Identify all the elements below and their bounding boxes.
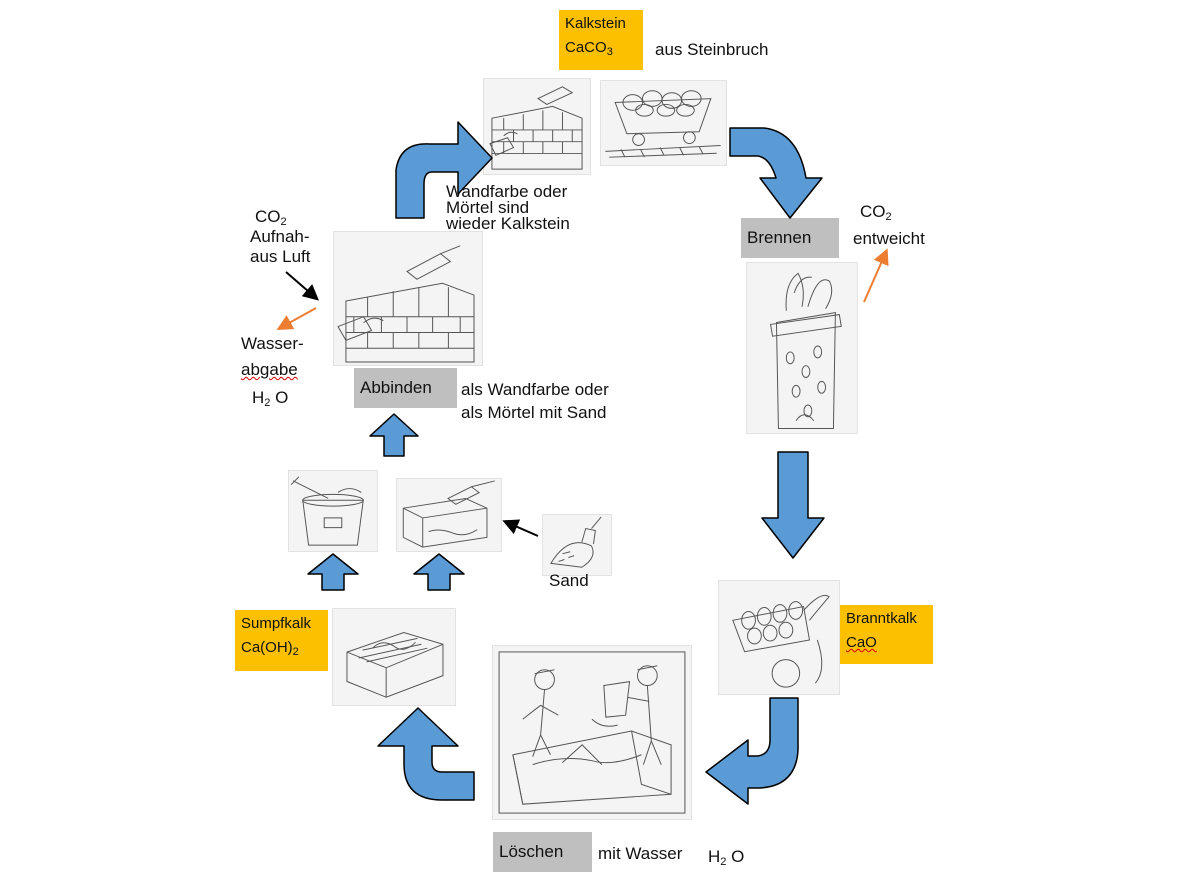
kiln-drawing — [747, 263, 857, 433]
co2-uptake-formula: CO2 — [255, 207, 287, 226]
kalkstein-name: Kalkstein — [565, 12, 637, 36]
water-left-tail: O — [270, 388, 288, 407]
bucket-drawing — [289, 471, 377, 551]
mortar-box-sketch — [396, 478, 502, 552]
branntkalk-label: Branntkalk CaO — [840, 605, 933, 664]
slaked-lime-pit-drawing — [333, 609, 455, 705]
wall-text-line3: wieder Kalkstein — [446, 214, 570, 233]
co2-uptake-main: CO — [255, 207, 281, 226]
kalkstein-label: Kalkstein CaCO3 — [559, 10, 643, 70]
curved-arrow-bottom-left — [378, 708, 474, 800]
slaked-lime-pit-sketch — [332, 608, 456, 706]
brennen-label: Brennen — [741, 218, 839, 258]
sumpfkalk-formula-main: Ca(OH) — [241, 639, 293, 656]
quicklime-barrow-drawing — [719, 581, 839, 694]
abbinden-label: Abbinden — [354, 368, 457, 408]
wall-painting-drawing — [484, 79, 590, 174]
abbinden-line1: als Wandfarbe oder — [461, 380, 609, 399]
branntkalk-formula: CaO — [846, 631, 927, 655]
slaking-scene-sketch — [492, 645, 692, 820]
kiln-sketch — [746, 262, 858, 434]
slaking-scene-drawing — [493, 646, 691, 819]
arrow-down-right — [762, 452, 824, 558]
wasser-line2: abgabe — [241, 360, 298, 379]
water-formula-bottom: H2 O — [708, 847, 744, 866]
sand-sketch — [542, 514, 612, 576]
curved-arrow-top-right — [730, 128, 822, 218]
bucket-sketch — [288, 470, 378, 552]
sumpfkalk-formula: Ca(OH)2 — [241, 636, 322, 660]
co2-escape-text: entweicht — [853, 229, 925, 248]
arrow-up-abbinden — [370, 414, 418, 456]
co2-escape-formula: CO2 — [860, 202, 892, 221]
sand-drawing — [543, 515, 611, 575]
kalkstein-formula: CaCO3 — [565, 36, 637, 60]
aufnahme-line2: aus Luft — [250, 247, 311, 266]
sumpfkalk-name: Sumpfkalk — [241, 612, 322, 636]
wall-painting-sketch-left — [333, 231, 483, 366]
aufnahme-line1: Aufnah- — [250, 227, 310, 246]
arrow-up-bucket — [308, 554, 358, 590]
wasser-line1: Wasser- — [241, 334, 304, 353]
kalkstein-formula-sub: 3 — [607, 46, 613, 58]
with-water-text: mit Wasser — [598, 844, 682, 863]
mine-cart-drawing — [601, 81, 726, 165]
sumpfkalk-label: Sumpfkalk Ca(OH)2 — [235, 610, 328, 671]
loeschen-label: Löschen — [493, 832, 592, 872]
water-formula-left: H2 O — [252, 388, 288, 407]
wall-painting-sketch-top — [483, 78, 591, 175]
branntkalk-name: Branntkalk — [846, 607, 927, 631]
co2-escape-main: CO — [860, 202, 886, 221]
water-bottom-tail: O — [726, 847, 744, 866]
wall-painting-left-drawing — [334, 232, 482, 365]
water-release-arrow — [280, 308, 316, 328]
source-label: aus Steinbruch — [655, 40, 768, 59]
co2-escape-sub: 2 — [886, 211, 892, 223]
arrow-up-mortar — [414, 554, 464, 590]
curved-arrow-bottom-right — [706, 698, 798, 804]
sand-label: Sand — [549, 571, 589, 590]
co2-uptake-arrow — [286, 272, 316, 298]
abbinden-line2: als Mörtel mit Sand — [461, 403, 607, 422]
mortar-box-drawing — [397, 479, 501, 551]
sand-to-mortar-arrow — [506, 522, 538, 536]
kalkstein-formula-main: CaCO — [565, 39, 607, 56]
sumpfkalk-formula-sub: 2 — [293, 646, 299, 658]
mine-cart-sketch — [600, 80, 727, 166]
co2-escape-arrow — [864, 252, 886, 302]
quicklime-barrow-sketch — [718, 580, 840, 695]
water-bottom-main: H — [708, 847, 720, 866]
water-left-main: H — [252, 388, 264, 407]
